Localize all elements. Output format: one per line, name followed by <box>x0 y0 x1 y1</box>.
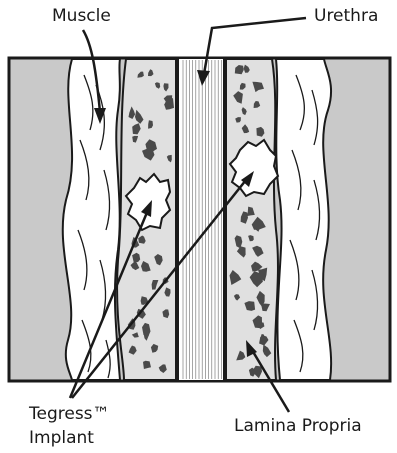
lamina-propria-label: Lamina Propria <box>234 418 362 435</box>
muscle-layer-left <box>63 59 120 380</box>
muscle-layer-right <box>276 59 331 380</box>
implant-label-line1: Tegress™ <box>29 406 110 423</box>
implant-label-line2: Implant <box>29 430 94 447</box>
urethra-label: Urethra <box>314 8 378 25</box>
muscle-label: Muscle <box>52 8 111 25</box>
urethra-lumen <box>178 59 224 380</box>
lamina-propria-right <box>226 59 278 380</box>
